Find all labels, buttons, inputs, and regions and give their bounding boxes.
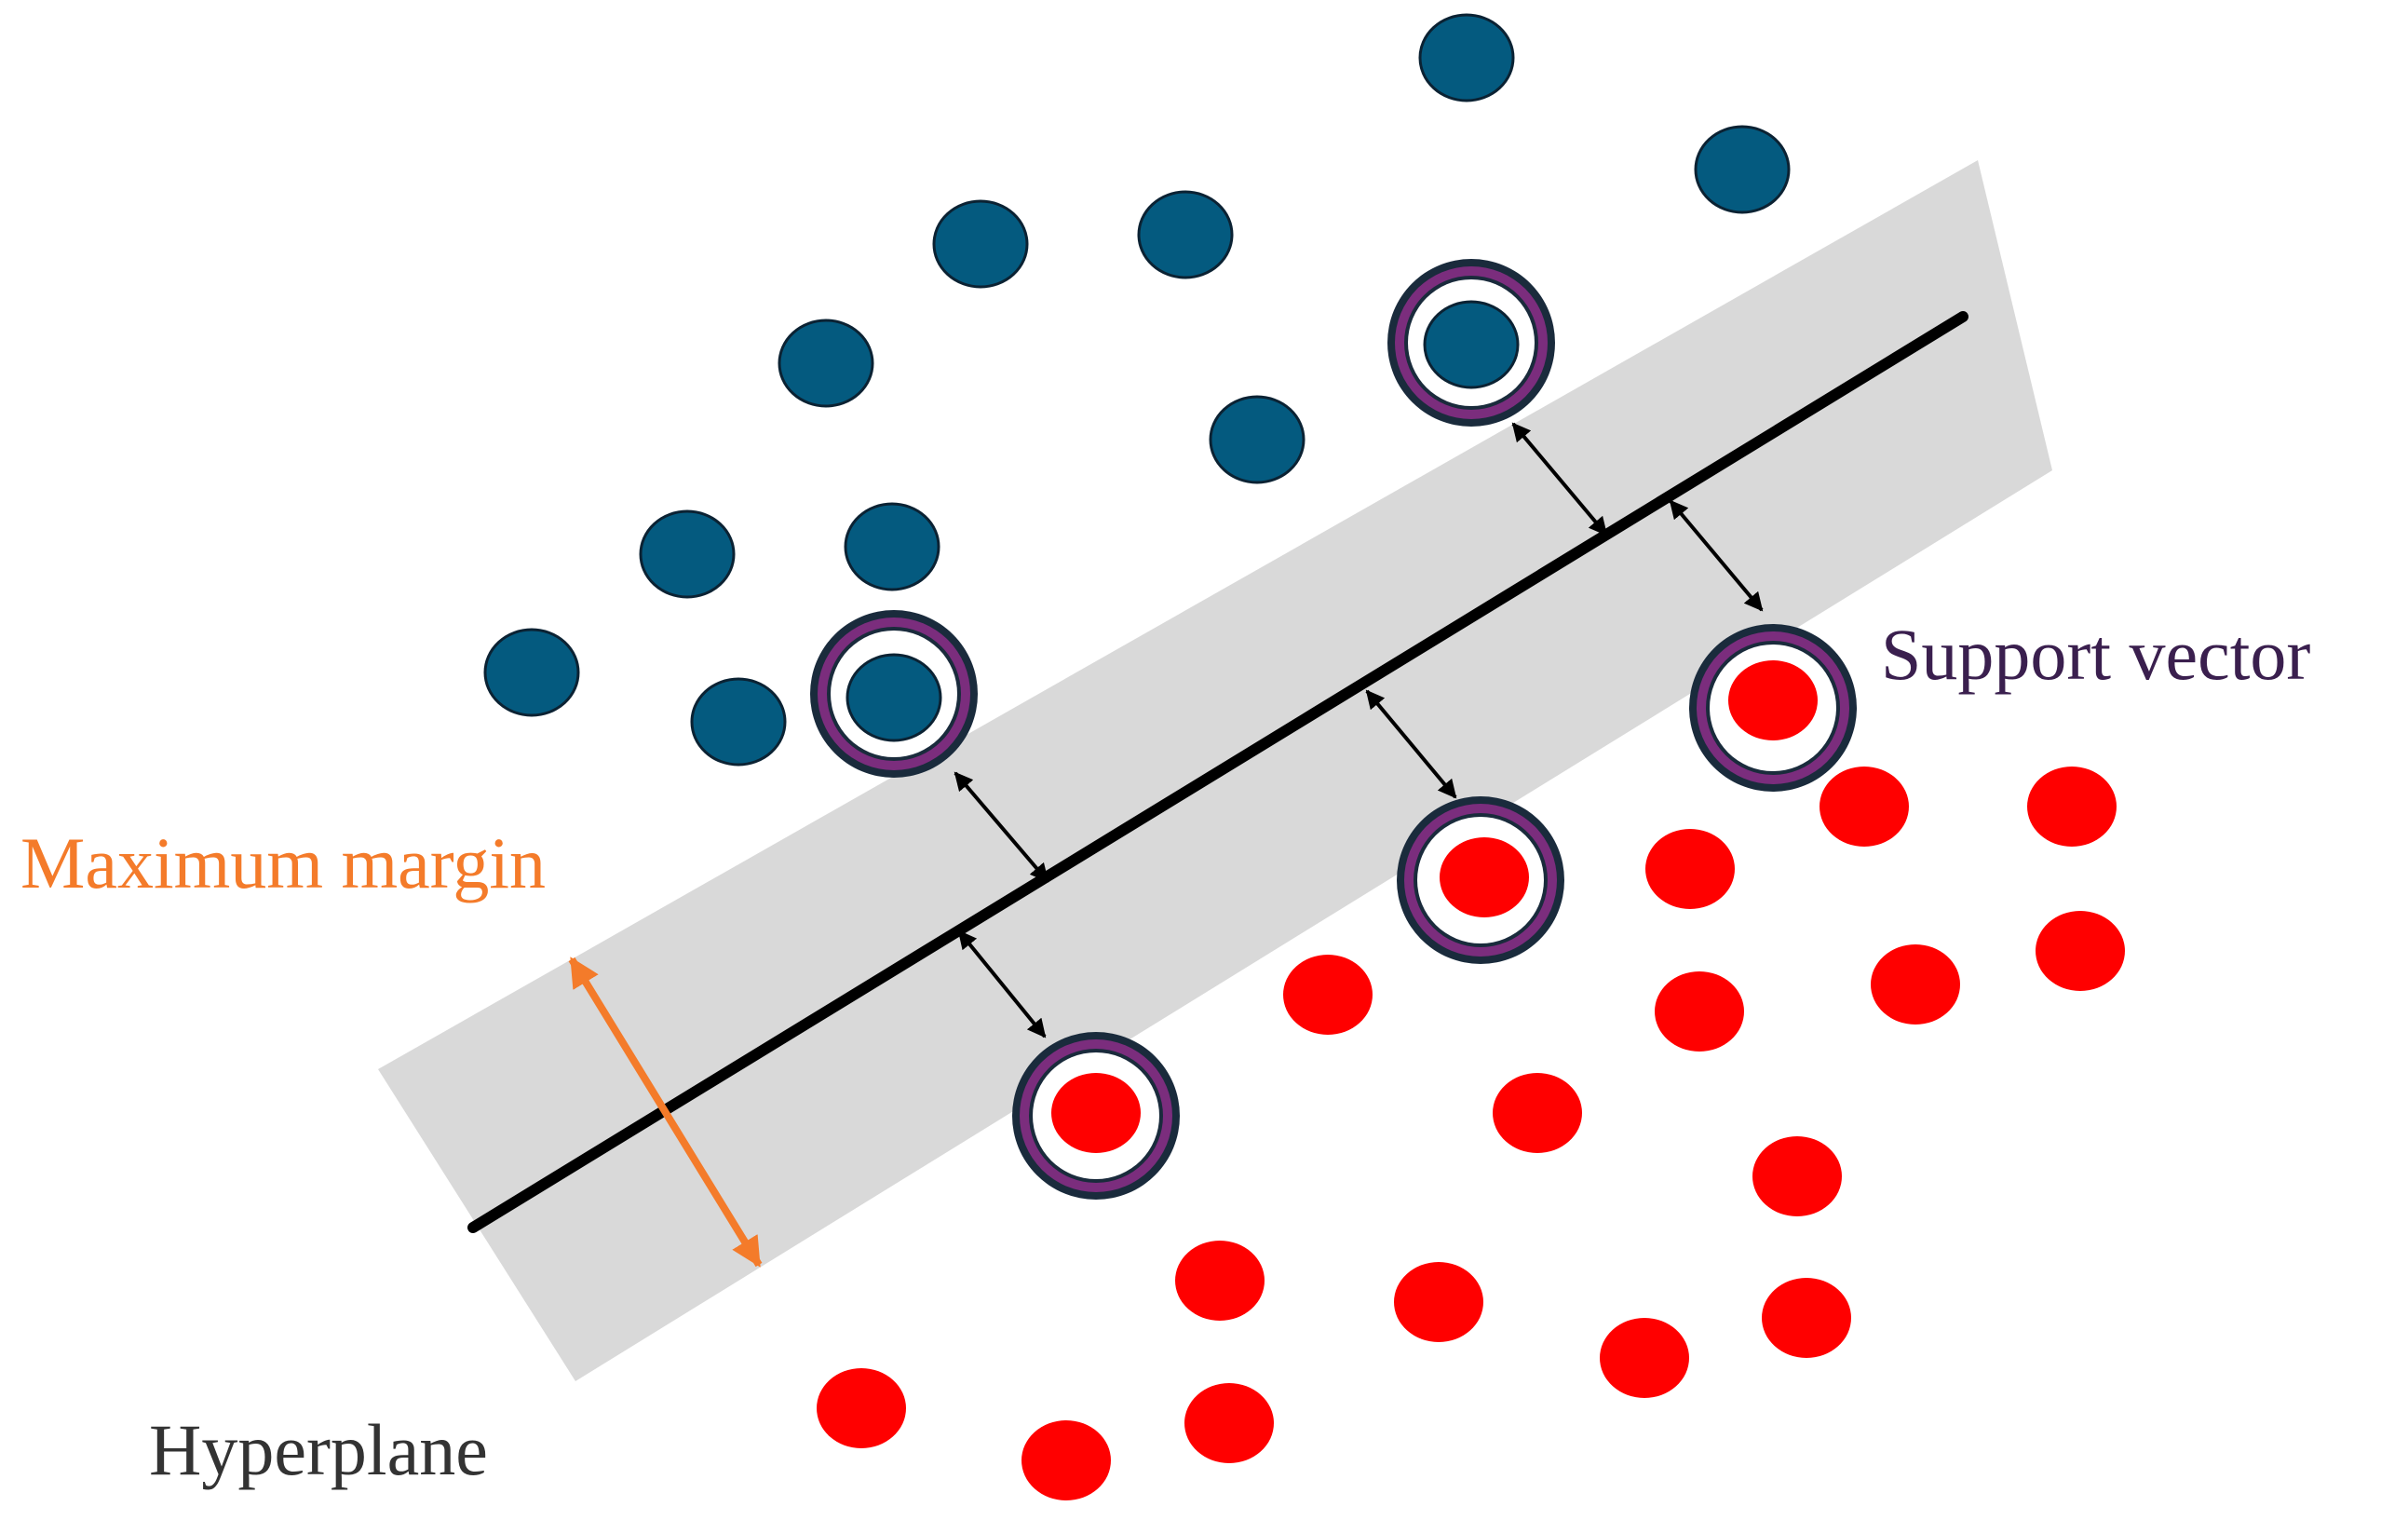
class-b-point [1762,1278,1851,1358]
support-vector [1012,1032,1180,1200]
class-b-points [817,767,2125,1500]
support-vector [810,610,978,778]
class-a-point [844,502,940,591]
class-a-point [483,628,580,717]
class-a-point [932,199,1029,289]
class-b-point [1820,767,1909,847]
hyperplane-label: Hyperplane [149,1409,488,1490]
class-b-point [2027,767,2117,847]
class-a-point [690,677,787,767]
class-b-point [1645,829,1735,909]
support-vector [1397,796,1564,964]
maximum-margin-arrow [568,957,763,1268]
class-b-point [1493,1073,1582,1153]
support-vector-label: Support vector [1881,614,2311,695]
distance-arrow [954,771,1049,883]
class-a-points [483,13,1791,767]
class-b-point [1752,1136,1842,1216]
class-b-point [817,1368,906,1448]
class-b-point [1175,1241,1265,1321]
distance-arrow [1669,499,1764,612]
class-b-point [2036,911,2125,991]
class-b-point [1184,1383,1274,1463]
class-a-point [639,509,736,599]
class-a-point [1418,13,1515,102]
class-a-point [778,319,874,408]
class-b-point [1600,1318,1689,1398]
distance-arrow [1365,689,1457,799]
distance-arrows [954,422,1764,1038]
distance-arrow [957,930,1047,1038]
class-a-point [1209,395,1305,484]
class-b-point [1021,1420,1111,1500]
class-b-point [1394,1262,1483,1342]
support-vector [1689,624,1857,792]
support-vector [1387,259,1555,427]
distance-arrow [1511,422,1608,536]
class-b-point [1655,971,1744,1052]
class-a-point [1694,125,1791,214]
class-b-point [1871,944,1960,1025]
class-b-point [1283,955,1373,1035]
class-a-point [1137,190,1234,279]
maximum-margin-label: Maximum margin [20,822,547,903]
